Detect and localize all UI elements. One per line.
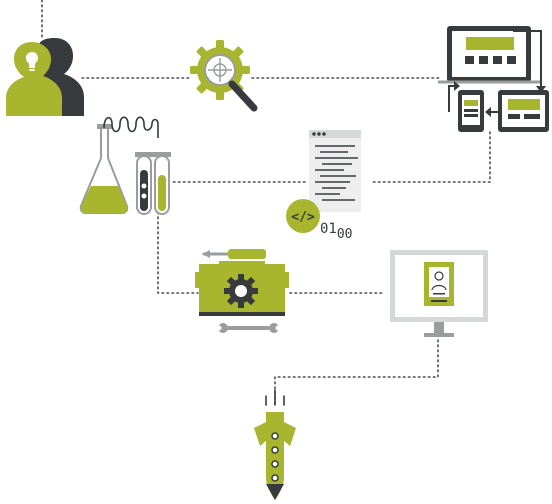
monitor-profile-icon bbox=[390, 250, 488, 337]
rocket-icon bbox=[254, 389, 296, 500]
connector-lab-to-toolbox bbox=[157, 211, 199, 294]
magnifier-gear-icon bbox=[190, 40, 258, 112]
connector-devices-to-document bbox=[371, 131, 491, 183]
wrench-icon bbox=[216, 323, 281, 333]
binary-label: 0100 bbox=[320, 221, 353, 242]
binary-main: 01 bbox=[320, 221, 337, 237]
lab-experiment-icon bbox=[79, 116, 171, 215]
lightbulb-icon bbox=[26, 52, 38, 68]
team-idea-icon bbox=[6, 38, 84, 116]
toolbox-icon bbox=[195, 249, 289, 333]
connector-monitor-to-rocket bbox=[274, 339, 439, 407]
code-document-icon: </> 0100 bbox=[286, 130, 361, 242]
responsive-devices-icon bbox=[438, 26, 549, 132]
code-symbol: </> bbox=[291, 210, 315, 225]
binary-sub: 00 bbox=[337, 227, 353, 242]
